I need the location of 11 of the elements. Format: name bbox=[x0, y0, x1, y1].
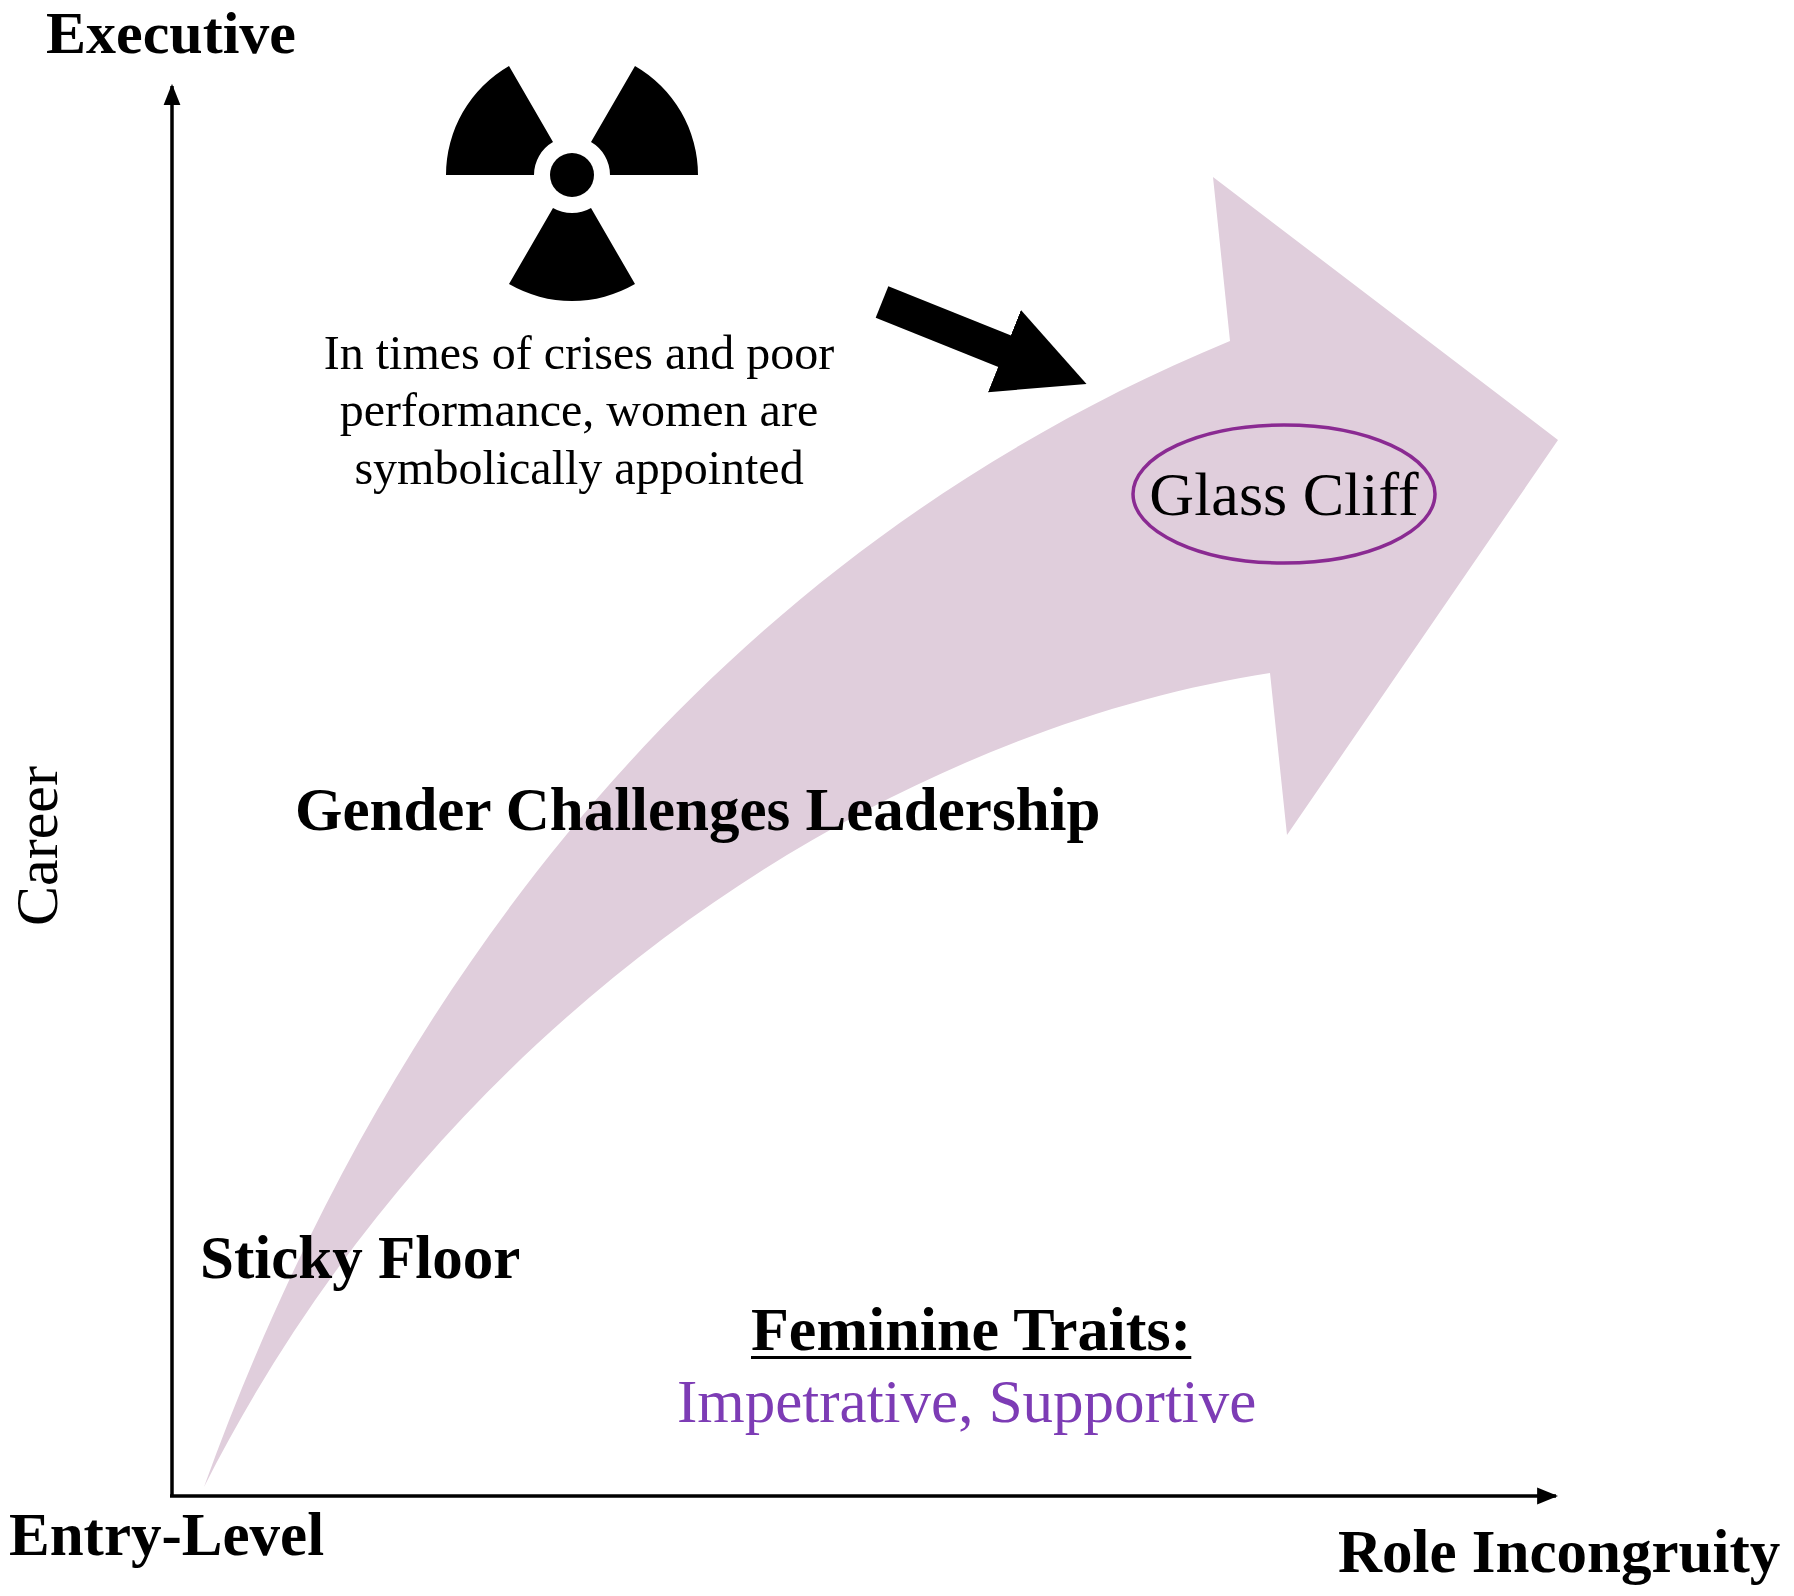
note-text: In times of crises and poor performance, women are symbolically appointed bbox=[322, 324, 836, 496]
traits-heading: Feminine Traits: bbox=[751, 1295, 1192, 1364]
arrow-label: Gender Challenges Leadership bbox=[295, 776, 1101, 844]
axis-label: Role Incongruity bbox=[1338, 1518, 1781, 1586]
axis-label: Career bbox=[3, 766, 70, 926]
stage-label: Sticky Floor bbox=[200, 1224, 521, 1292]
arrow bbox=[875, 286, 1087, 393]
traits-list: Impetrative, Supportive bbox=[677, 1368, 1257, 1436]
ellipse-label: Glass Cliff bbox=[1149, 458, 1419, 530]
axis-label: Entry-Level bbox=[9, 1501, 325, 1569]
axis-label: Executive bbox=[46, 0, 296, 66]
